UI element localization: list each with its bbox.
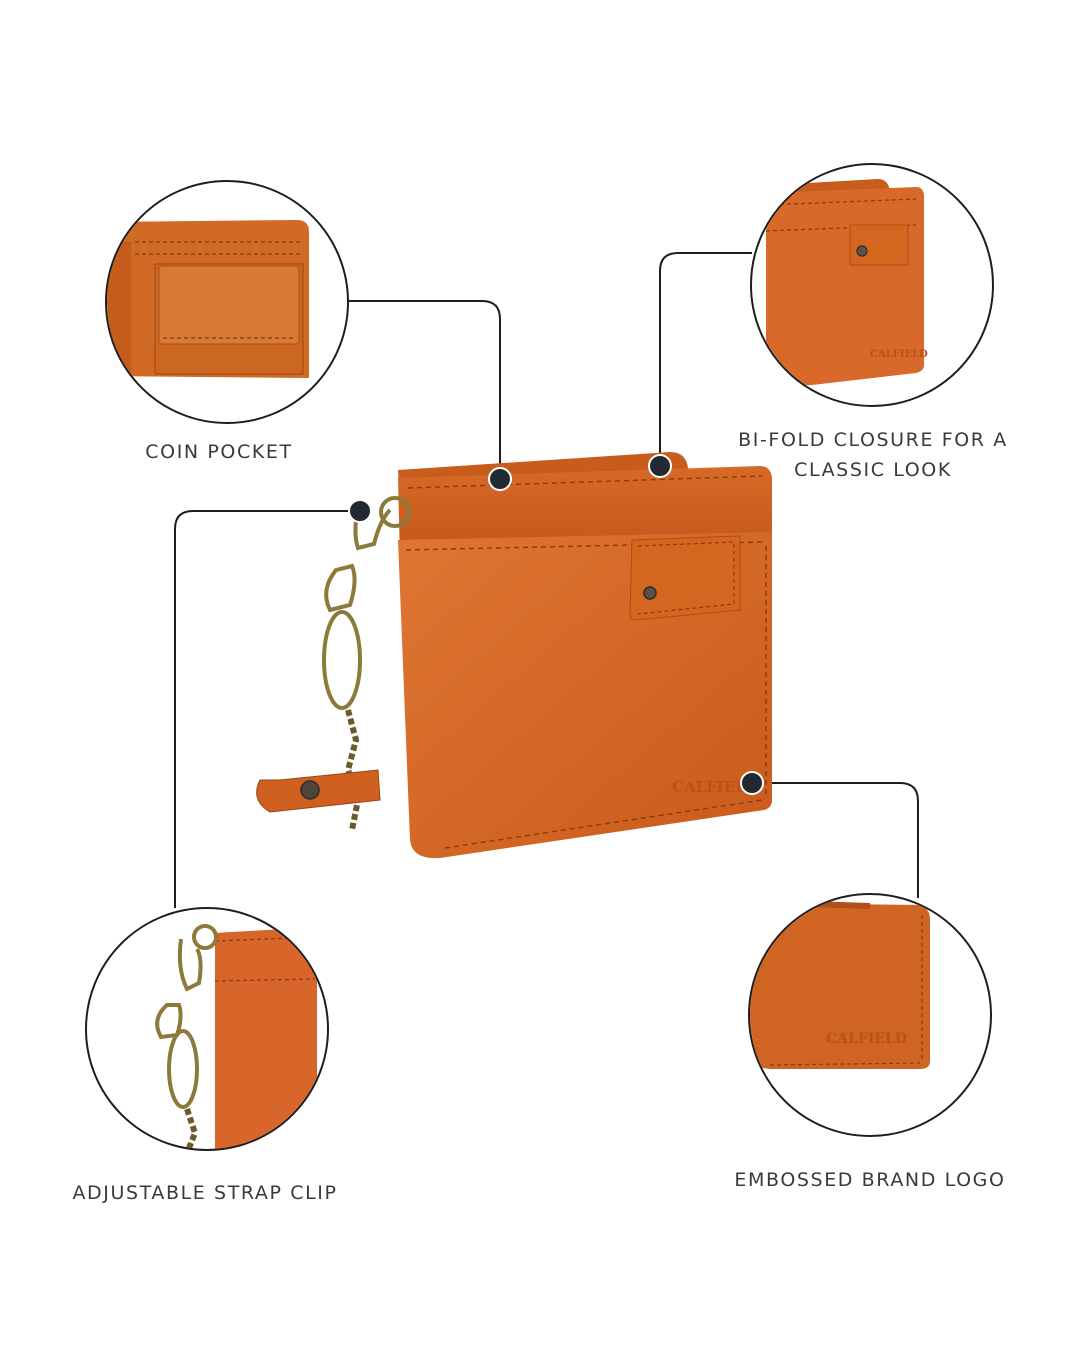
bifold-closure-label: BI-FOLD CLOSURE FOR A CLASSIC LOOK [736,425,1010,485]
brand-logo-label: EMBOSSED BRAND LOGO [734,1169,1006,1191]
bifold-closure-label-line1: BI-FOLD CLOSURE FOR A [738,429,1008,451]
callout-dot-bifold [648,454,672,478]
svg-text:CALFIELD: CALFIELD [672,778,759,796]
strap-clip-label: ADJUSTABLE STRAP CLIP [72,1182,338,1204]
coin-pocket-label: COIN POCKET [145,441,293,463]
callout-dot-strap-clip [348,499,372,523]
strap-clip-illustration [155,924,317,1149]
bifold-closure-detail-image: CALFIELD [750,163,994,407]
callout-dot-coin-pocket [488,467,512,491]
brand-logo-detail-image: CALFIELD [748,893,992,1137]
wallet-main-image: CALFIELD [256,452,772,859]
bifold-closure-illustration: CALFIELD [765,179,928,387]
bifold-closure-label-line2: CLASSIC LOOK [794,459,952,481]
coin-pocket-illustration [107,220,309,378]
brand-logo-illustration: CALFIELD [750,901,930,1069]
embossed-logo-text: CALFIELD [826,1031,907,1047]
callout-dot-brand-logo [740,771,764,795]
svg-text:CALFIELD: CALFIELD [870,349,928,360]
coin-pocket-detail-image [105,180,349,424]
strap-clip-detail-image [85,907,329,1151]
